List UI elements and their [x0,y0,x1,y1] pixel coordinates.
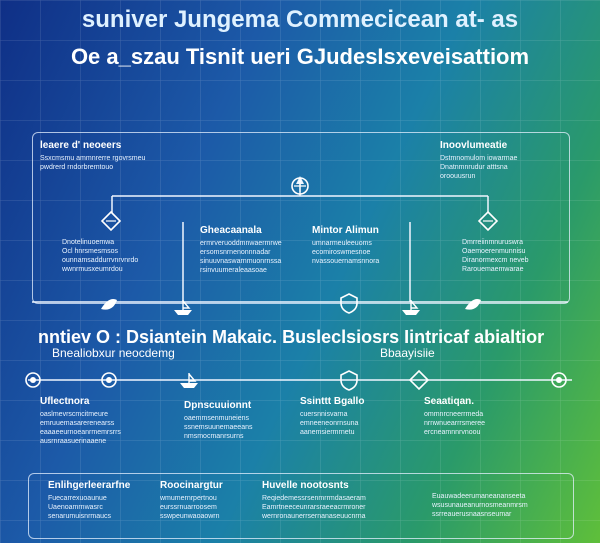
mid-col-line: oaslmevrscmcitmeure [40,411,109,418]
top-left-block: leaere d' neoeers Ssxcmsmu ammnrerre rgo… [40,140,145,172]
ship-icon [174,300,192,315]
mid-col-title: Ssinttt Bgallo [300,396,365,407]
title-line-2: Oe a_szau Tisnit ueri GJudesIsxeveisatti… [70,44,530,69]
node-left-line: Ocl hnrsmesmsos [62,248,119,255]
node-icon [551,372,567,388]
diamond-icon [477,210,499,232]
diamond-icon [408,369,430,391]
node-c1-line: sinuuvnaswarnmuonrnssa [200,258,282,265]
bottom-col-2: Roocinargtur wmumernrpertnou eurssrnuarr… [160,480,223,521]
mid-col-title: Uflectnora [40,396,90,407]
bottom-col-line: eurssrnuarroosem [160,504,217,511]
mid-col-line: ssnemsuunemaeeans [184,424,253,431]
node-c2-line: umnarmeuleeuoms [312,240,372,247]
mid-col-line: nrnwnuearrrsmeree [424,420,486,427]
bottom-col-line: wmumernrpertnou [160,495,217,502]
mid-col-line: ausrnraasuerinaaene [40,438,107,445]
bottom-col-line: Reqiedemessrsenmrrmdasaeram [262,495,366,502]
section-subtitle-right: Bbaayisiie [380,346,435,360]
bottom-col-line: Eamrtneeceunrarsraeeacrmroner [262,504,366,511]
mid-col-title: Dpnscuuionnt [184,400,252,411]
node-icon [101,372,117,388]
node-right-line: Dmrreiinmnuruswra [462,239,524,246]
shield-icon [340,370,358,391]
bottom-col-title: Enlihgerleerarfne [48,480,131,491]
mid-col-line: ercneamnnrvnoou [424,429,481,436]
node-left-block: Dnotelinuoemwa Ocl hnrsmesmsos ounnamsad… [62,238,138,274]
bottom-col-line: Euauwadeerumaneananseeta [432,493,526,500]
mid-col-line: cuersnnisvarna [300,411,348,418]
bottom-col-line: senarumuisnrmaucs [48,513,112,520]
bottom-col-1: Enlihgerleerarfne Fuecarrexuoaunue Uaeno… [48,480,130,521]
node-left-line: Dnotelinuoemwa [62,239,115,246]
node-c1-line: ermrveruoddmnwaermrwe [200,240,282,247]
bottom-col-line: wsusunaueanurnosmeanmrsm [432,502,528,509]
mid-col-line: oaemmsenmuneiens [184,415,249,422]
node-right-block: Dmrreiinmnuruswra Oaemoerenmunnisu Diran… [462,238,529,274]
section-title: nntiev O : Dsiantein Makaic. Busleclsios… [38,327,545,347]
top-panel [32,132,570,304]
leaf-icon [101,299,117,310]
top-right-line: oroouusrun [440,173,476,180]
leaf-icon [465,299,481,310]
bottom-col-line: wernronaunerrsernanaseuucnrna [262,513,366,520]
bottom-col-4: Euauwadeerumaneananseeta wsusunaueanurno… [432,492,528,519]
node-left-line: ounnamsaddurrvnrvnrdo [62,257,139,264]
mid-col-4: Seaatiqan. ommnrcneerrmeda nrnwnuearrrsm… [424,396,485,437]
mid-col-3: Ssinttt Bgallo cuersnnisvarna emneeneonr… [300,396,364,437]
mid-col-line: aanemsiermrnetu [300,429,355,436]
node-c2-title: Mintor Alimun [312,225,379,236]
bottom-col-3: Huvelle nootosnts Reqiedemessrsenmrrmdas… [262,480,366,521]
mid-col-line: emruuemasarerenearss [40,420,115,427]
node-c2-line: ecomiroswmesnoe [312,249,371,256]
node-c2-block: Mintor Alimun umnarmeuleeuoms ecomiroswm… [312,225,379,266]
node-right-line: Rarouemaemwarae [462,266,524,273]
top-right-title: Inoovlumeatie [440,140,508,151]
node-c1-line: ersomsnrnenonnnadar [200,249,271,256]
section-subtitle-left: Bnealiobxur neocdemg [52,346,175,360]
bottom-col-line: Fuecarrexuoaunue [48,495,107,502]
title-line-1: suniver Jungema Commecicean at- as [81,6,519,33]
mid-col-1: Uflectnora oaslmevrscmcitmeure emruuemas… [40,396,121,446]
node-right-line: Diranormexcm neveb [462,257,529,264]
top-left-line: Ssxcmsmu ammnrerre rgovrsmeu [40,155,146,162]
hub-icon [291,177,309,195]
node-c1-line: rsinvuumeraleaasoae [200,267,267,274]
node-right-line: Oaemoerenmunnisu [462,248,526,255]
mid-col-line: ommnrcneerrmeda [424,411,484,418]
bottom-panel [28,473,574,539]
mid-col-line: nmsmocmanrsurns [184,433,244,440]
diamond-icon [100,210,122,232]
bottom-col-line: Uaenoamrnwasrc [48,504,103,511]
node-c1-block: Gheacaanala ermrveruoddmnwaermrwe ersoms… [200,225,282,275]
node-left-line: wwnrmusxeumrdou [62,266,123,273]
node-icon [25,372,41,388]
mid-col-title: Seaatiqan. [424,396,475,407]
top-left-title: leaere d' neoeers [40,140,122,151]
node-c2-line: nvassouernamsnnora [312,258,380,265]
bottom-col-line: ssrreauerusnaasnseumar [432,511,512,518]
top-right-line: Dstmnomulom iowarmae [440,155,518,162]
shield-icon [340,293,358,314]
node-c1-title: Gheacaanala [200,225,262,236]
top-right-block: Inoovlumeatie Dstmnomulom iowarmae Dnatn… [440,140,517,181]
ship-icon [402,300,420,315]
mid-col-line: eaaaeeurnoeanrmemrsrrs [40,429,121,436]
bottom-col-title: Roocinargtur [160,480,223,491]
bottom-col-line: sswpeunwaoaowrn [160,513,220,520]
bottom-col-title: Huvelle nootosnts [262,480,349,491]
ship-icon [180,373,198,388]
mid-col-line: emneeneonrnsuna [300,420,359,427]
top-right-line: Dnatnmnrudur atttsna [440,164,508,171]
mid-col-2: Dpnscuuionnt oaemmsenmuneiens ssnemsuune… [184,400,253,441]
top-left-line: pwdrerd rndorbremtouo [40,164,114,171]
